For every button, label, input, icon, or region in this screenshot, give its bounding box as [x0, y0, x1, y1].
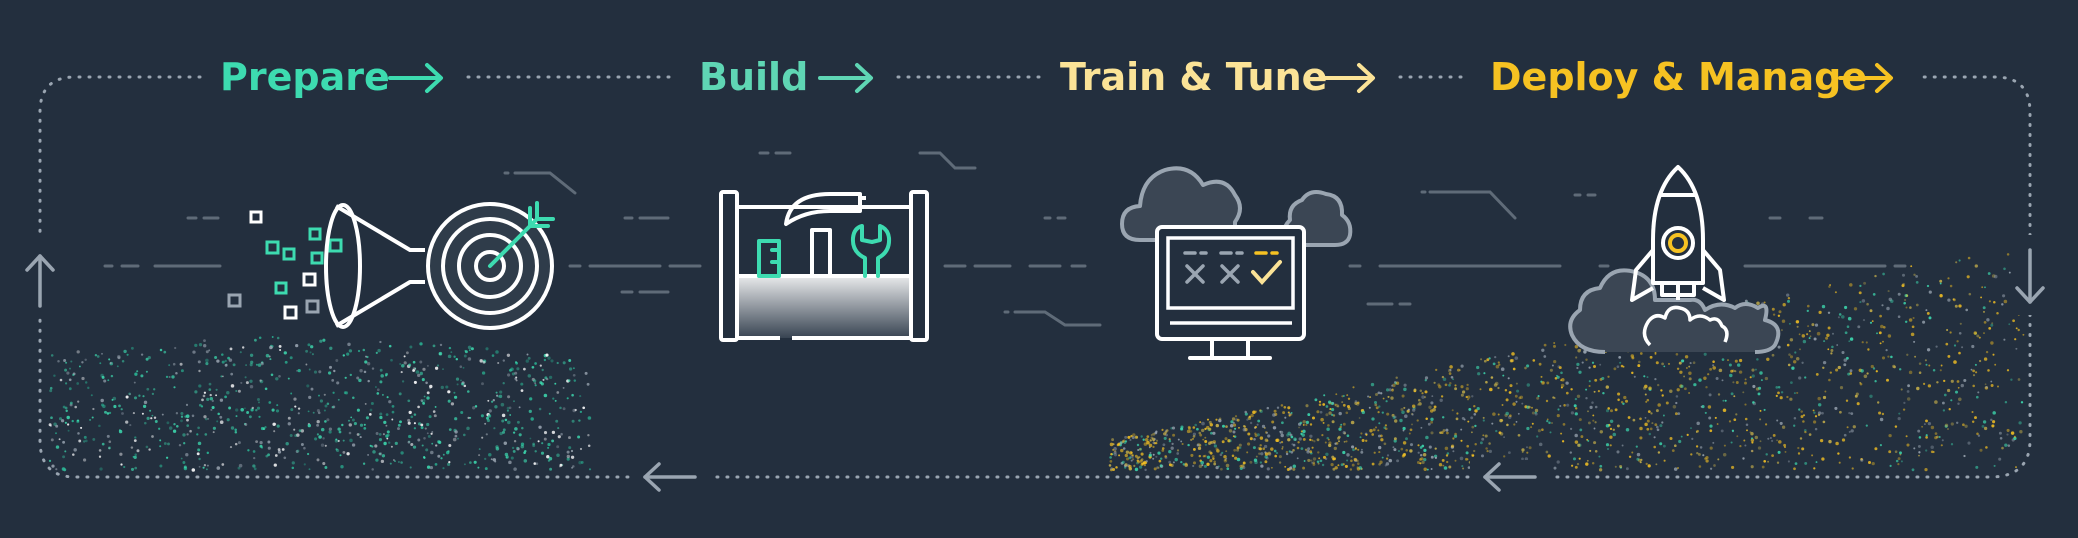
cycle-loop [38, 75, 2032, 479]
loop-top-left-segment [38, 75, 2032, 479]
target-icon [426, 201, 555, 330]
stage-arrow-build-icon [818, 63, 873, 93]
cross-icon [1185, 264, 1205, 284]
rocket-icon [1630, 165, 1726, 302]
stage-label-deploy-manage: Deploy & Manage [1490, 55, 1867, 99]
loop-arrow-down-icon [2015, 248, 2045, 304]
particle-field-right [1108, 249, 2027, 472]
stage-arrow-prepare-icon [388, 63, 443, 93]
data-points-icon [227, 210, 343, 320]
funnel-icon [324, 203, 425, 329]
toolbox-icon [719, 190, 929, 342]
cloud-icon [1120, 166, 1353, 247]
stage-label-train-tune: Train & Tune [1060, 55, 1327, 99]
loop-arrow-left-icon [643, 462, 697, 492]
checkmark-icon [1251, 260, 1282, 285]
loop-arrow-up-icon [25, 254, 55, 308]
loop-arrow-left-icon-2 [1483, 462, 1537, 492]
stage-label-prepare: Prepare [220, 55, 390, 99]
stage-arrow-train-icon [1320, 63, 1375, 93]
smoke-puff-icon [1642, 305, 1729, 347]
circuit-lines [103, 151, 1907, 327]
monitor-icon [1155, 225, 1306, 360]
particle-field-left [48, 336, 592, 472]
stage-label-build: Build [699, 55, 808, 99]
cross-icon-2 [1220, 264, 1240, 284]
stage-arrow-deploy-icon [1838, 63, 1893, 93]
